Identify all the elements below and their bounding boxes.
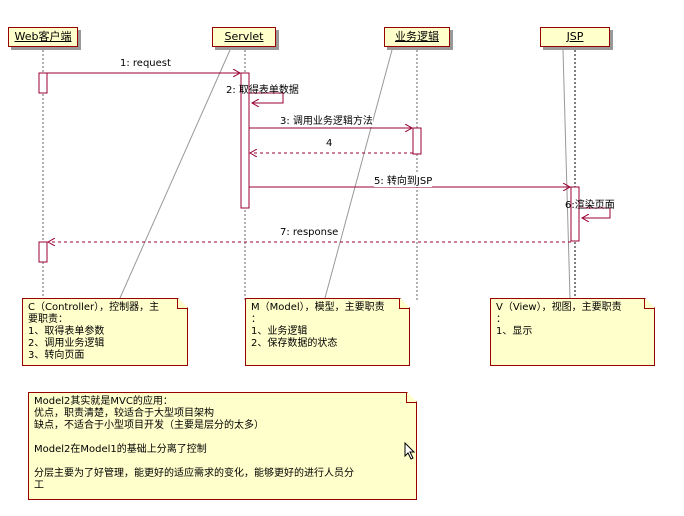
note-anchor-view bbox=[562, 49, 571, 299]
note-fold bbox=[644, 299, 654, 309]
arrow-2 bbox=[249, 92, 284, 103]
lifeline-label-web: Web客户端 bbox=[14, 30, 72, 43]
note-text: 2、保存数据的状态 bbox=[251, 338, 338, 349]
note-fold bbox=[406, 393, 416, 403]
note-text bbox=[34, 456, 411, 468]
note-view[interactable]: V（View），视图，主要职责 ： 1、显示 bbox=[490, 298, 655, 366]
note-text: ： bbox=[496, 314, 506, 325]
activation-web-2 bbox=[38, 241, 48, 263]
activation-web-1 bbox=[38, 72, 48, 94]
message-label-2: 2: 取得表单数据 bbox=[226, 85, 299, 96]
message-label-4: 4 bbox=[326, 138, 333, 149]
note-text: 1、显示 bbox=[496, 326, 533, 337]
lifeline-head-logic[interactable]: 业务逻辑 bbox=[384, 27, 450, 47]
lifeline-head-servlet[interactable]: Servlet bbox=[212, 27, 276, 47]
note-anchor-controller bbox=[119, 49, 231, 299]
note-text: 3、转向页面 bbox=[28, 350, 85, 361]
note-text: 要职责： bbox=[28, 314, 68, 325]
lifeline-head-web[interactable]: Web客户端 bbox=[8, 27, 78, 47]
note-text: 1、业务逻辑 bbox=[251, 326, 308, 337]
note-fold bbox=[399, 299, 409, 309]
message-label-6: 6:渲染页面 bbox=[565, 200, 615, 211]
note-text: 工 bbox=[34, 480, 44, 491]
note-anchor-model bbox=[324, 49, 393, 299]
mouse-cursor-icon bbox=[404, 442, 416, 460]
note-model[interactable]: M（Model），模型，主要职责 ： 1、业务逻辑 2、保存数据的状态 bbox=[245, 298, 410, 366]
note-text: 优点，职责清楚，较适合于大型项目架构 bbox=[34, 408, 214, 419]
note-text: 2、调用业务逻辑 bbox=[28, 338, 105, 349]
note-text: V（View），视图，主要职责 bbox=[496, 302, 622, 313]
activation-jsp bbox=[570, 186, 580, 242]
note-controller[interactable]: C（Controller），控制器，主 要职责： 1、取得表单参数 2、调用业务… bbox=[22, 298, 188, 366]
message-label-1: 1: request bbox=[120, 58, 171, 69]
note-text: C（Controller），控制器，主 bbox=[28, 302, 160, 313]
note-text: Model2其实就是MVC的应用： bbox=[34, 396, 173, 407]
note-text: 1、取得表单参数 bbox=[28, 326, 105, 337]
message-label-7: 7: response bbox=[280, 227, 339, 238]
lifeline-label-servlet: Servlet bbox=[224, 30, 264, 43]
note-text: 缺点，不适合于小型项目开发（主要是层分的太多） bbox=[34, 420, 264, 431]
activation-logic bbox=[412, 127, 422, 155]
note-text bbox=[34, 432, 411, 444]
lifeline-label-logic: 业务逻辑 bbox=[395, 30, 439, 43]
note-text: ： bbox=[251, 314, 261, 325]
activation-servlet bbox=[240, 72, 250, 209]
note-text: Model2在Model1的基础上分离了控制 bbox=[34, 444, 207, 455]
message-label-3: 3: 调用业务逻辑方法 bbox=[280, 112, 373, 127]
note-text: M（Model），模型，主要职责 bbox=[251, 302, 385, 313]
lifeline-label-jsp: JSP bbox=[566, 30, 584, 43]
note-fold bbox=[177, 299, 187, 309]
note-text: 分层主要为了好管理，能更好的适应需求的变化，能够更好的进行人员分 bbox=[34, 468, 354, 479]
lifeline-head-jsp[interactable]: JSP bbox=[540, 27, 610, 47]
arrow-6 bbox=[579, 207, 611, 218]
message-label-5: 5: 转向到JSP bbox=[374, 172, 433, 187]
note-summary[interactable]: Model2其实就是MVC的应用： 优点，职责清楚，较适合于大型项目架构 缺点，… bbox=[28, 392, 417, 500]
